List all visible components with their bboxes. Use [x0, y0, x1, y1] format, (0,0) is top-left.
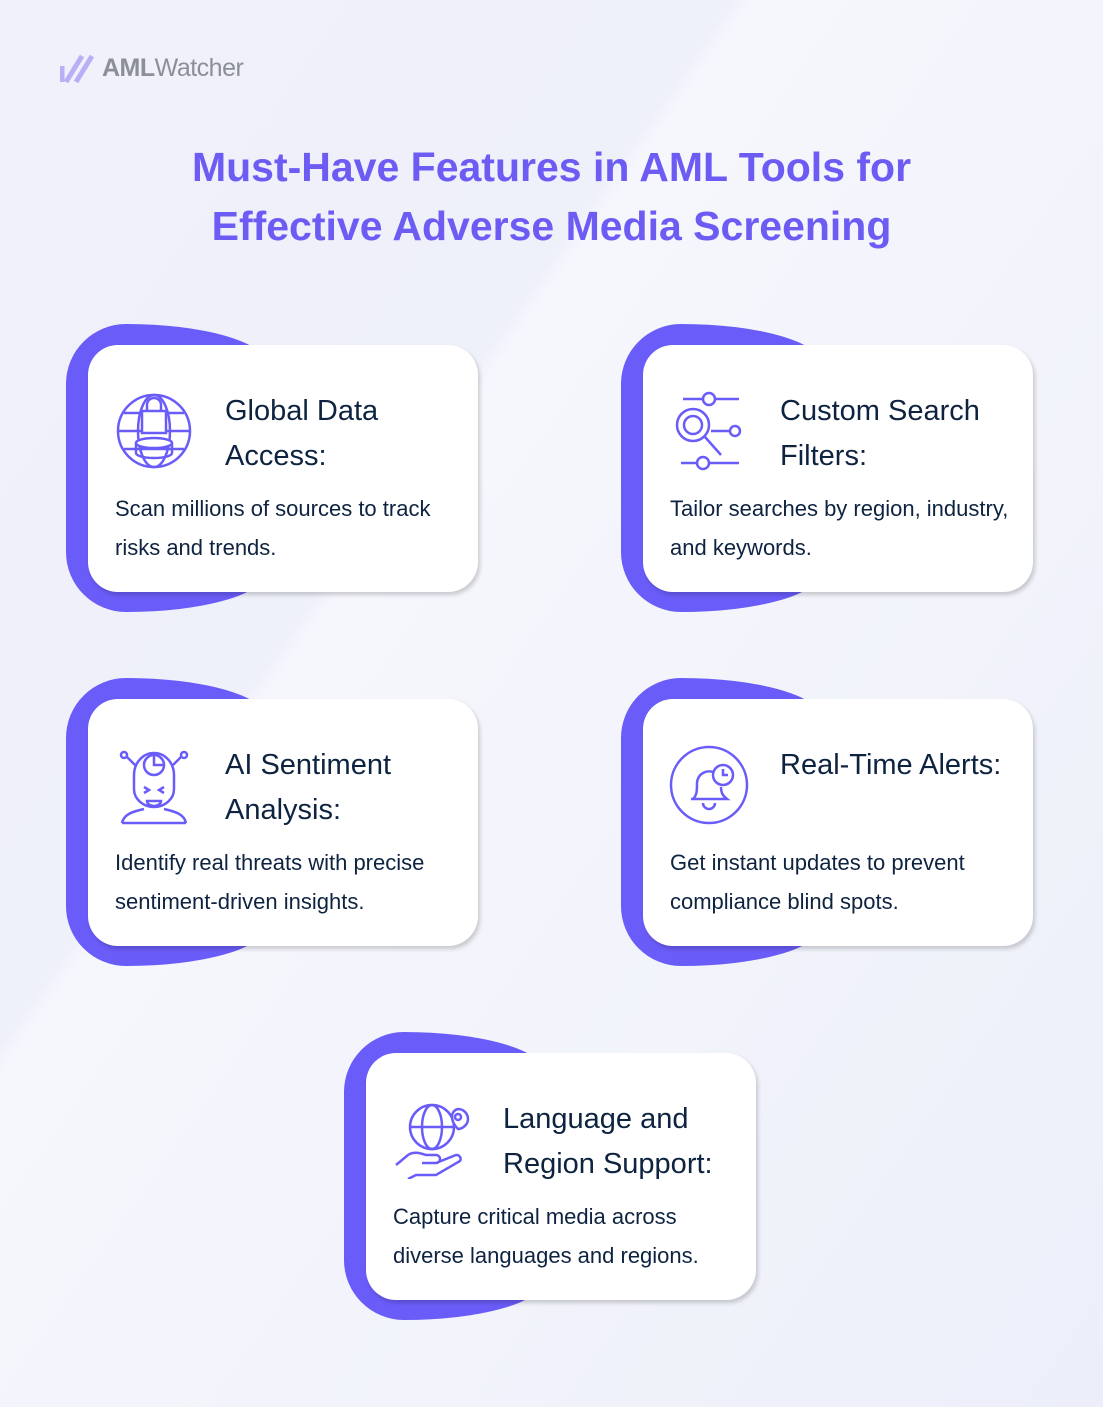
logo-stripes-icon: [60, 54, 94, 84]
feature-description: Tailor searches by region, industry, and…: [670, 496, 1009, 560]
feature-heading: Real-Time Alerts:: [780, 749, 1002, 781]
brand-name: AMLWatcher: [102, 53, 244, 82]
feature-card-ai-sentiment: AI Sentiment Analysis: Identify real thr…: [88, 699, 478, 946]
feature-heading: Custom Search Filters:: [780, 395, 980, 472]
logo: AMLWatcher: [60, 52, 244, 84]
feature-description: Scan millions of sources to track risks …: [115, 496, 431, 560]
feature-description: Identify real threats with precise senti…: [115, 850, 425, 914]
feature-heading: AI Sentiment Analysis:: [225, 749, 392, 826]
feature-card-language-region: Language and Region Support: Capture cri…: [366, 1053, 756, 1300]
feature-heading: Global Data Access:: [225, 395, 379, 472]
feature-description: Get instant updates to prevent complianc…: [670, 850, 965, 914]
bell-clock-icon: [669, 745, 749, 825]
feature-card-custom-search: Custom Search Filters: Tailor searches b…: [643, 345, 1033, 592]
search-filter-icon: [675, 391, 742, 471]
ai-head-icon: [119, 750, 189, 825]
globe-hand-icon: [395, 1103, 470, 1179]
feature-card-global-data: Global Data Access: Scan millions of sou…: [88, 345, 478, 592]
feature-description: Capture critical media across diverse la…: [393, 1204, 699, 1268]
globe-lock-icon: [116, 393, 192, 469]
feature-card-real-time-alerts: Real-Time Alerts: Get instant updates to…: [643, 699, 1033, 946]
feature-heading: Language and Region Support:: [503, 1103, 713, 1180]
